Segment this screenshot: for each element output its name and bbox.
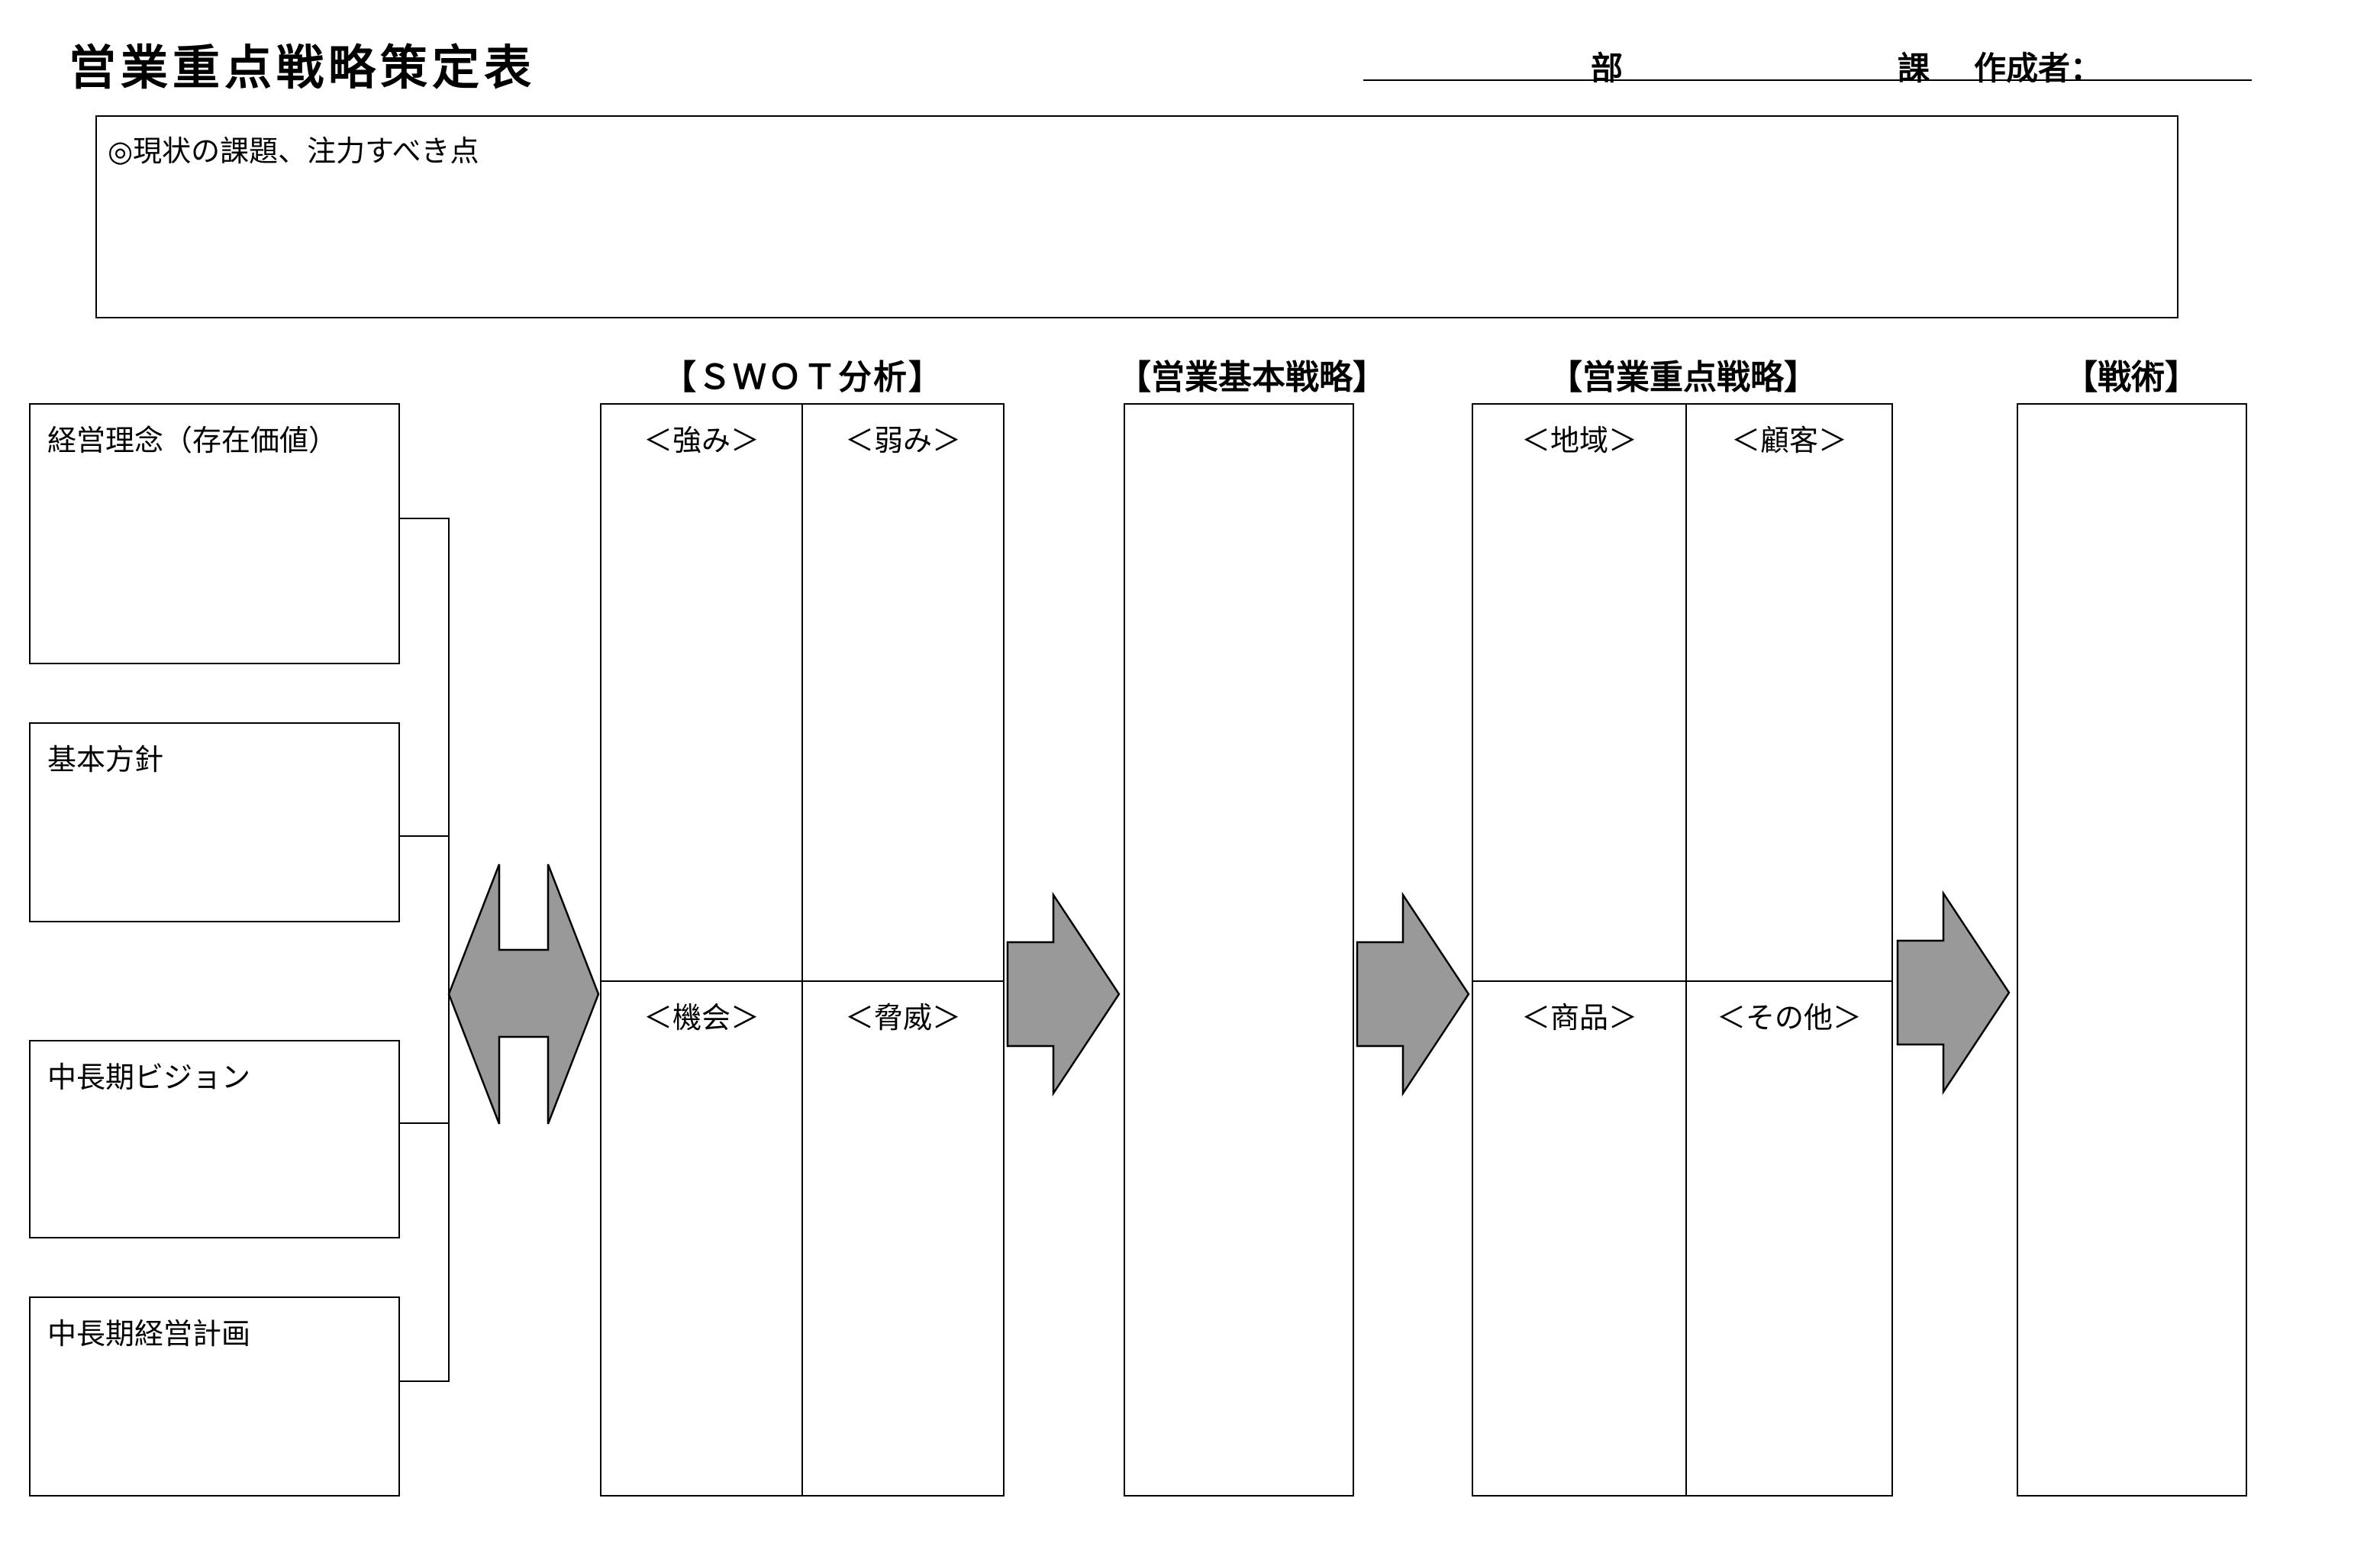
right-arrow-shape-2 xyxy=(1356,891,1470,1097)
double-arrow-icon xyxy=(447,864,600,1125)
priority-product-label: ＜商品＞ xyxy=(1521,1001,1637,1035)
right-arrow-icon xyxy=(1006,891,1121,1097)
page-title: 営業重点戦略策定表 xyxy=(69,40,537,95)
double-arrow-shape xyxy=(447,864,600,1125)
priority-strategy-header: 【営業重点戦略】 xyxy=(1549,358,1817,397)
bracket-tick-2 xyxy=(398,835,449,837)
right-arrow-shape-1 xyxy=(1006,891,1121,1097)
author-underline xyxy=(1363,79,2252,81)
swot-strengths-label: ＜強み＞ xyxy=(643,424,759,457)
swot-header: 【ＳＷＯＴ分析】 xyxy=(663,358,943,397)
priority-other-label: ＜その他＞ xyxy=(1716,1001,1862,1035)
basic-policy-label: 基本方針 xyxy=(47,743,164,777)
tactics-header: 【戦術】 xyxy=(2064,358,2198,397)
mid-long-plan-box[interactable]: 中長期経営計画 xyxy=(29,1296,400,1497)
swot-divider-vertical xyxy=(801,405,803,1495)
bracket-vertical-line xyxy=(448,518,450,1382)
management-philosophy-box[interactable]: 経営理念（存在価値） xyxy=(29,403,400,664)
issues-box[interactable]: ◎現状の課題、注力すべき点 xyxy=(95,115,2178,318)
dept-label: 部 xyxy=(1591,50,1624,87)
bracket-tick-4 xyxy=(398,1380,449,1382)
issues-label: ◎現状の課題、注力すべき点 xyxy=(108,134,479,168)
author-line: 部 課 作成者： xyxy=(1363,38,2252,87)
mid-long-plan-label: 中長期経営計画 xyxy=(47,1317,251,1351)
swot-grid: ＜強み＞ ＜弱み＞ ＜機会＞ ＜脅威＞ xyxy=(600,403,1005,1497)
management-philosophy-label: 経営理念（存在価値） xyxy=(47,424,338,457)
swot-opportunities-label: ＜機会＞ xyxy=(643,1001,759,1035)
right-arrow-icon xyxy=(1356,891,1470,1097)
tactics-box[interactable] xyxy=(2017,403,2247,1497)
mid-long-vision-box[interactable]: 中長期ビジョン xyxy=(29,1040,400,1238)
right-arrow-icon xyxy=(1896,890,2011,1096)
basic-strategy-header: 【営業基本戦略】 xyxy=(1117,358,1386,397)
right-arrow-shape-3 xyxy=(1896,890,2011,1096)
basic-strategy-box[interactable] xyxy=(1124,403,1354,1497)
swot-weaknesses-label: ＜弱み＞ xyxy=(844,424,961,457)
author-label: 作成者： xyxy=(1974,50,2103,87)
priority-region-label: ＜地域＞ xyxy=(1521,424,1637,457)
priority-customer-label: ＜顧客＞ xyxy=(1730,424,1847,457)
swot-threats-label: ＜脅威＞ xyxy=(844,1001,961,1035)
bracket-tick-3 xyxy=(398,1122,449,1124)
section-label: 課 xyxy=(1898,50,1930,87)
priority-divider-vertical xyxy=(1685,405,1687,1495)
priority-divider-horizontal xyxy=(1473,980,1891,982)
mid-long-vision-label: 中長期ビジョン xyxy=(47,1061,251,1094)
priority-strategy-grid: ＜地域＞ ＜顧客＞ ＜商品＞ ＜その他＞ xyxy=(1472,403,1893,1497)
basic-policy-box[interactable]: 基本方針 xyxy=(29,722,400,922)
bracket-tick-1 xyxy=(398,518,449,519)
swot-divider-horizontal xyxy=(601,980,1003,982)
